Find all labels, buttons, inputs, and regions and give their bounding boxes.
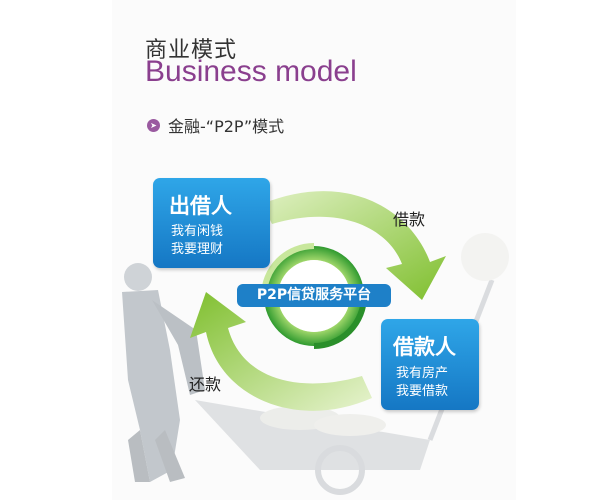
borrower-line: 我有房产 — [396, 366, 449, 381]
wheelbarrow-image — [195, 233, 509, 495]
borrower-title: 借款人 — [393, 335, 456, 359]
borrow-flow-arrow — [262, 191, 446, 300]
repay-flow-arrow — [190, 292, 372, 411]
lender-line: 我要理财 — [171, 242, 224, 257]
borrower-box: 借款人 我有房产 我要借款 — [381, 319, 479, 410]
lender-box: 出借人 我有闲钱 我要理财 — [153, 178, 270, 268]
subtitle: 金融-“P2P”模式 — [168, 117, 285, 136]
businessman-figure — [122, 263, 205, 482]
borrower-line: 我要借款 — [396, 384, 449, 399]
platform-label: P2P信贷服务平台 — [237, 284, 391, 307]
page-title-english: Business model — [145, 55, 357, 88]
bullet-icon: ➤ — [147, 118, 160, 132]
lender-title: 出借人 — [169, 194, 232, 218]
subtitle-row: ➤ 金融-“P2P”模式 — [147, 113, 284, 137]
borrow-label: 借款 — [393, 210, 426, 229]
repay-label: 还款 — [189, 375, 222, 394]
page-title-chinese: 商业模式 — [145, 38, 238, 63]
lender-line: 我有闲钱 — [171, 224, 224, 239]
